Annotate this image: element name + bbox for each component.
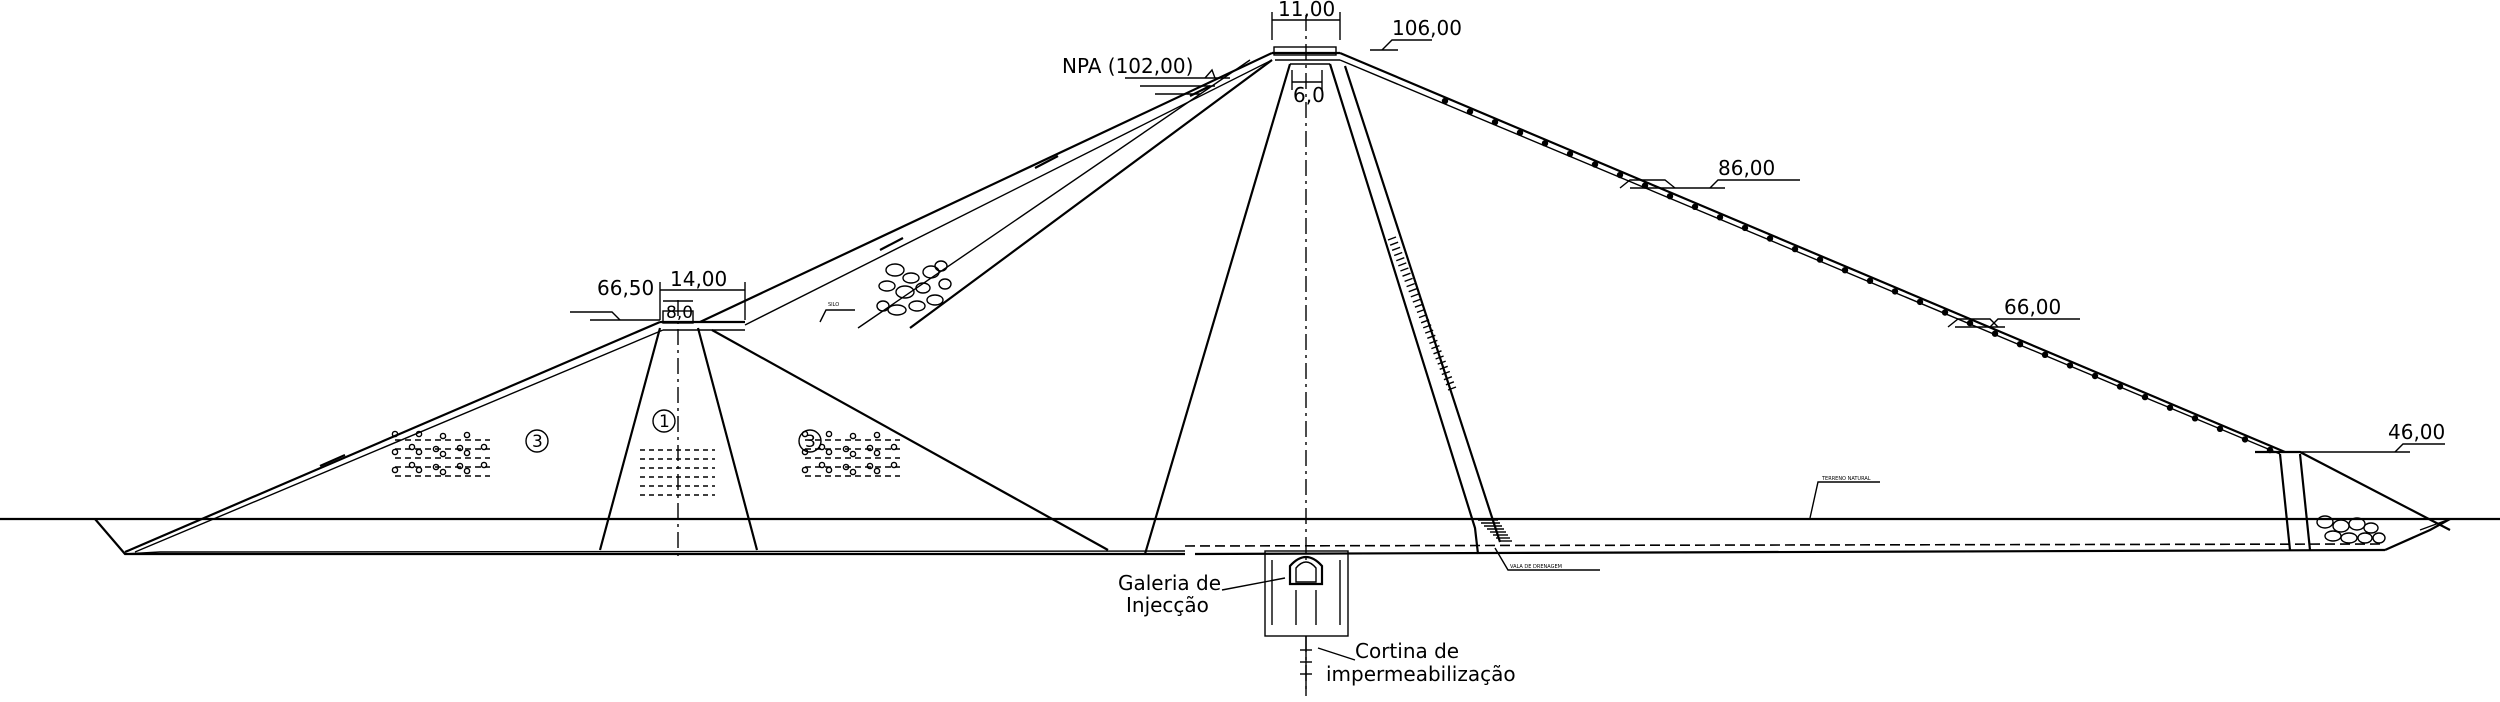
gallery-label-line1: Galeria de [1118, 571, 1221, 595]
zone-3b-label: 3 [805, 432, 816, 452]
upstream-slope-marks [319, 85, 1211, 468]
elevation-marker-icon [1381, 39, 1432, 51]
terrain-label: TERRENO NATURAL [1821, 476, 1871, 482]
curtain-label-line2: impermeabilização [1326, 662, 1516, 686]
berm-66-label: 66,00 [2004, 295, 2061, 319]
cofferdam-width-label: 14,00 [670, 267, 727, 291]
curtain-label-line1: Cortina de [1355, 639, 1459, 663]
berm-46-label: 46,00 [2388, 420, 2445, 444]
npa-label: NPA (102,00) [1062, 54, 1193, 78]
main-dam-outline [699, 46, 2451, 555]
berm-86-label: 86,00 [1718, 156, 1775, 180]
centerlines [677, 15, 1307, 560]
riprap-dots [1441, 97, 2274, 454]
cofferdam-core-width-label: 8,0 [666, 303, 693, 323]
drain-label: VALA DE DRENAGEM [1510, 564, 1562, 570]
zone-1-label: 1 [659, 412, 670, 432]
cofferdam-level-label: 66,50 [597, 276, 654, 300]
silo-label: SILO [828, 302, 839, 308]
zone-3-hatch-left [391, 430, 490, 477]
rockfill-icon [876, 260, 2386, 544]
gallery-label-line2: Injecção [1126, 593, 1209, 617]
core-width-label: 6,0 [1293, 83, 1325, 107]
cofferdam-outline [124, 310, 1109, 554]
zone-3a-label: 3 [532, 432, 543, 452]
zone-3-hatch-right [801, 430, 900, 477]
zone-1-hatch [640, 449, 715, 496]
injection-gallery [1221, 550, 1356, 696]
downstream-berms [1619, 179, 1999, 328]
dimension-lines [659, 12, 1341, 320]
crest-width-label: 11,00 [1278, 0, 1335, 21]
crest-level-label: 106,00 [1392, 16, 1462, 40]
downstream-drain-hatch [1387, 236, 1512, 542]
foundation-lines [0, 517, 2500, 556]
elevation-markers [570, 39, 2445, 571]
zone-marker-icon [525, 409, 822, 453]
